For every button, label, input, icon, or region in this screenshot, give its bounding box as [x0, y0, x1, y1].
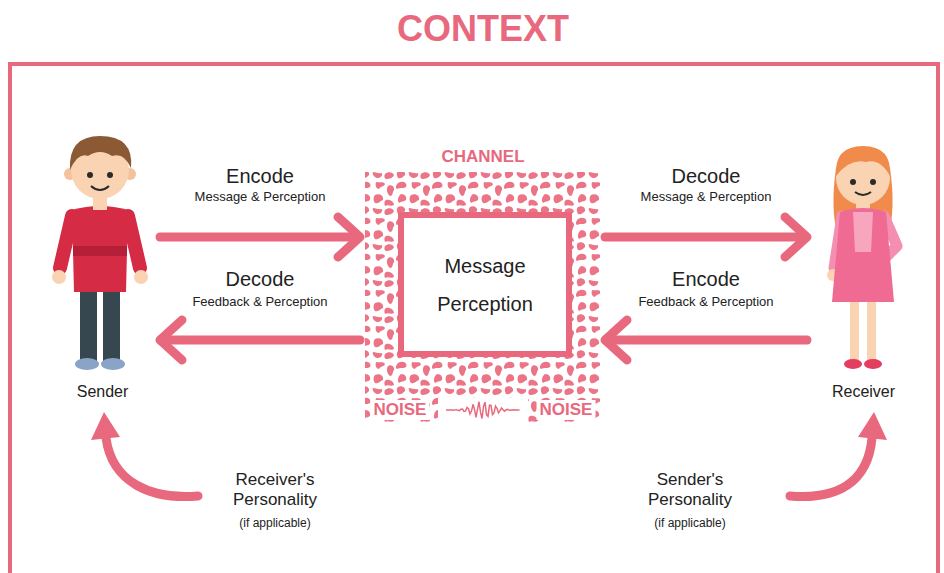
arrow-shaft	[160, 233, 357, 242]
edge-sublabel: Message & Perception	[641, 189, 772, 205]
channel-title: CHANNEL	[441, 147, 524, 167]
arrow-head	[605, 320, 627, 360]
note-label: (if applicable)	[654, 516, 725, 530]
person-name: Sender	[77, 383, 129, 401]
edge-label: Decode	[672, 165, 741, 188]
note-label: (if applicable)	[239, 516, 310, 530]
receiver-person: Receiver	[812, 140, 915, 405]
arrow-head	[785, 217, 807, 257]
flow-arrow	[160, 217, 360, 257]
message-text: Message Perception	[412, 247, 558, 323]
sender-figure	[52, 136, 148, 370]
channel-region: CHANNEL NOISE NOISE Message Perception	[365, 145, 600, 425]
noise-wave-line	[446, 402, 520, 419]
edge-label: Encode	[226, 165, 294, 188]
arrow-head	[160, 320, 182, 360]
noise-label: NOISE	[371, 400, 430, 420]
frame-title: CONTEXT	[397, 8, 569, 50]
person-name: Receiver	[832, 383, 895, 401]
edge-sublabel: Feedback & Perception	[192, 294, 327, 310]
flow-arrow	[605, 320, 807, 360]
arrow-shaft	[163, 336, 360, 345]
receiver-figure	[827, 146, 897, 369]
flow-arrow	[160, 320, 360, 360]
arrow-shaft	[605, 233, 804, 242]
personality-arrow	[790, 412, 887, 497]
edge-sublabel: Message & Perception	[195, 189, 326, 205]
context-frame: CONTEXTSenderCHANNELNOISENOISEMessage Pe…	[8, 62, 940, 573]
message-box: Message Perception	[398, 212, 572, 357]
sender-person: Sender	[50, 140, 155, 405]
edge-sublabel: Feedback & Perception	[638, 294, 773, 310]
noise-label: NOISE	[537, 400, 596, 420]
edge-label: Encode	[672, 268, 740, 291]
personality-arrow	[91, 412, 198, 497]
personality-label: Sender's Personality	[635, 470, 745, 511]
arrow-shaft	[608, 336, 807, 345]
noise-wave	[446, 402, 520, 419]
flow-arrow	[605, 217, 807, 257]
noise-strip	[438, 398, 528, 422]
personality-label: Receiver's Personality	[220, 470, 330, 511]
noise-texture	[365, 172, 600, 422]
edge-label: Decode	[226, 268, 295, 291]
arrow-head	[338, 217, 360, 257]
